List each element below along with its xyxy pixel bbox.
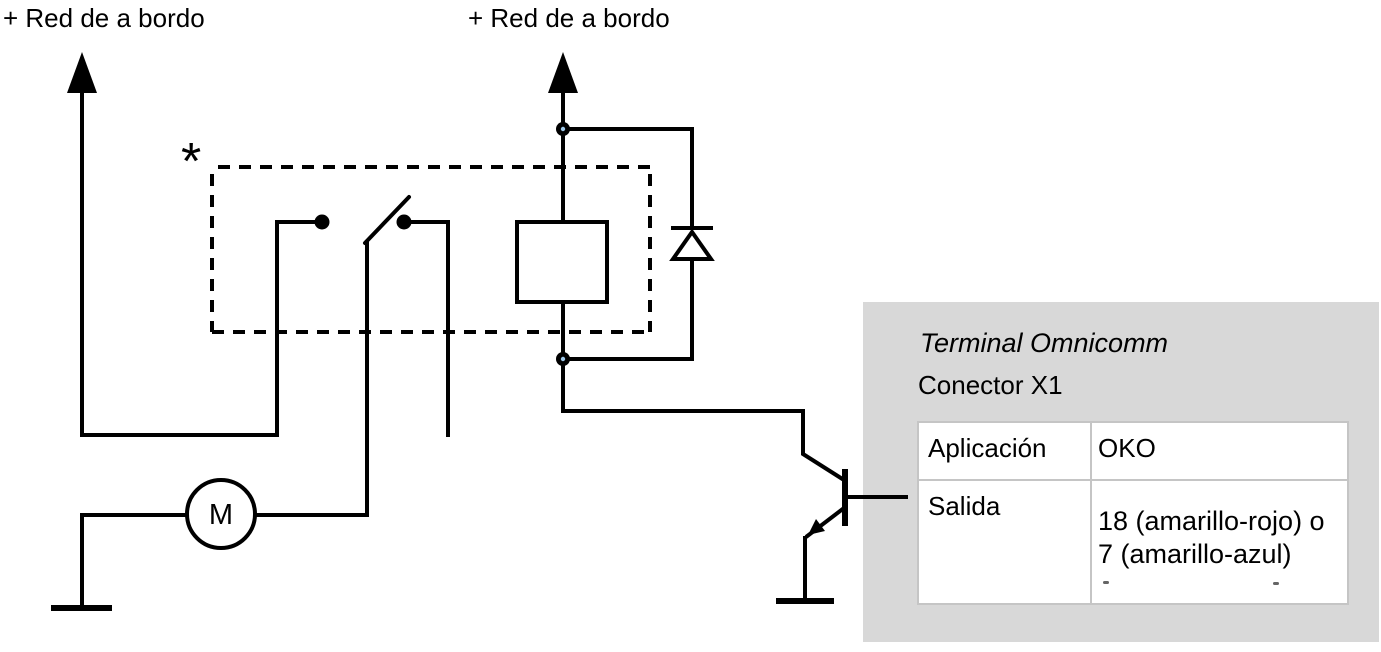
wire-diode-top (563, 127, 694, 228)
table-cell-salida: Salida (919, 481, 1092, 603)
switch-blade (363, 195, 411, 245)
stray-mark (1273, 582, 1279, 585)
relay-coil (515, 220, 609, 304)
panel-title: Terminal Omnicomm (920, 328, 1169, 358)
stray-mark (1103, 581, 1109, 584)
panel-subtitle: Conector X1 (918, 370, 1063, 400)
motor-label: M (209, 499, 233, 531)
pin-option-line1: 18 (amarillo-rojo) o (1098, 506, 1325, 536)
power-label-left: + Red de a bordo (3, 3, 205, 33)
junction-node-bottom-center (560, 356, 566, 362)
table-cell-aplicacion: Aplicación (919, 423, 1092, 481)
emitter-arrow-icon (808, 519, 825, 535)
power-arrow-right-icon (548, 52, 578, 93)
pin-option-line2: 7 (amarillo-azul) (1098, 539, 1292, 569)
junction-node-bottom (556, 352, 570, 366)
wire-contact-stub (404, 220, 450, 437)
junction-node-top-center (560, 126, 566, 132)
contact-dot-right (396, 214, 412, 230)
diode-icon (669, 228, 715, 261)
table-cell-pins: 18 (amarillo-rojo) o 7 (amarillo-azul) (1092, 481, 1347, 603)
wire-left-supply (80, 90, 322, 437)
junction-node-top (556, 122, 570, 136)
contact-dot-left (314, 214, 330, 230)
motor-icon (185, 478, 257, 550)
connector-table: Aplicación OKO Salida 18 (amarillo-rojo)… (917, 421, 1349, 605)
asterisk-marker: * (181, 133, 201, 191)
wire-diode-bottom (563, 259, 694, 361)
wire-motor (80, 240, 369, 607)
info-panel: Terminal Omnicomm Conector X1 Aplicación… (863, 302, 1379, 642)
power-label-right: + Red de a bordo (468, 3, 670, 33)
power-arrow-left-icon (67, 52, 97, 93)
wire-emitter (804, 506, 846, 539)
wire-collector (563, 409, 846, 482)
table-cell-oko: OKO (1092, 423, 1347, 481)
